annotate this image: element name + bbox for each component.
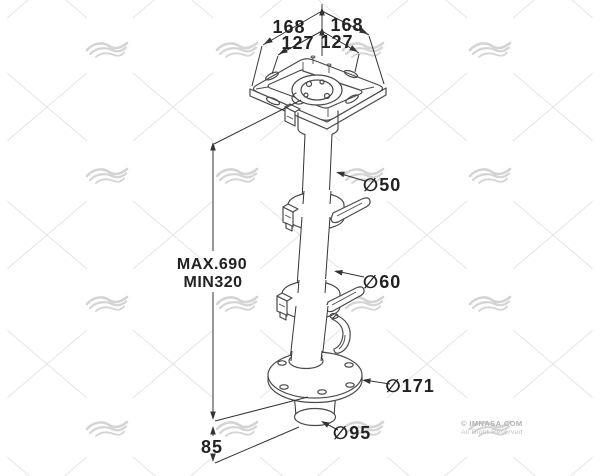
hanging-hook: [329, 312, 351, 354]
dim-inner-left: 127: [281, 33, 314, 53]
base-offset-dimension: 85: [201, 426, 300, 464]
top-width-dimensions: 168 127 168 127: [251, 4, 385, 87]
copyright-line: © IMNASA.COM: [461, 419, 523, 428]
dim-inner-right: 127: [320, 32, 353, 52]
top-mount-plate: [249, 55, 387, 138]
pedestal-assembly: [249, 55, 387, 427]
swivel-hub: [291, 74, 343, 106]
height-dimension: MAX.690 MIN320: [177, 99, 309, 422]
dim-dia-lower-tube: ∅60: [363, 272, 401, 292]
lower-tube: [289, 305, 329, 361]
dimension-annotations: 168 127 168 127 MAX.690 MIN320 85: [177, 4, 434, 464]
dim-dia-socket: ∅95: [333, 423, 371, 443]
base-flange: [267, 350, 363, 404]
middle-tube: [296, 216, 331, 288]
dim-dia-flange: ∅171: [385, 376, 434, 396]
dim-outer-left: 168: [272, 17, 305, 37]
dim-height-min: MIN320: [183, 274, 242, 291]
rights-line: All Right Reserved: [461, 429, 523, 436]
upper-tube: [301, 133, 333, 203]
dim-height-max: MAX.690: [177, 256, 247, 273]
dim-dia-upper-tube: ∅50: [363, 175, 401, 195]
dim-base-offset: 85: [201, 437, 223, 457]
diameter-leaders: ∅50 ∅60 ∅171 ∅95: [319, 169, 434, 443]
copyright-note: © IMNASA.COM All Right Reserved: [461, 419, 523, 436]
dim-outer-right: 168: [330, 15, 363, 35]
pivot-pin: [310, 55, 332, 73]
